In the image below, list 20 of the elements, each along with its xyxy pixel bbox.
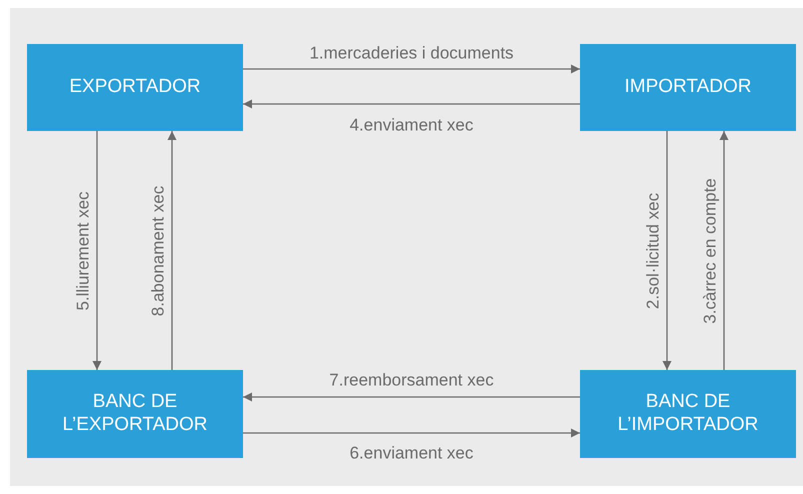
process-box: IMPORTADOR: [580, 44, 796, 131]
process-box: BANC DE L’EXPORTADOR: [27, 370, 243, 458]
process-box: EXPORTADOR: [27, 44, 243, 131]
process-box: BANC DE L’IMPORTADOR: [580, 370, 796, 458]
edge-label: 6.enviament xec: [350, 444, 474, 462]
arrow: [662, 131, 672, 370]
edge-label: 7.reemborsament xec: [329, 372, 494, 388]
edge-label: 1.mercaderies i documents: [309, 44, 514, 62]
edge-label: 4.enviament xec: [350, 116, 474, 134]
arrow: [243, 428, 580, 438]
arrow: [243, 64, 580, 74]
arrow: [720, 131, 728, 370]
edge-label: 3.càrrec en compte: [702, 178, 718, 324]
arrow: [92, 131, 102, 370]
arrow: [243, 100, 580, 108]
edge-label: 2.sol·licitud xec: [644, 192, 662, 309]
edge-label: 8.abonament xec: [150, 185, 166, 316]
arrow: [243, 392, 580, 402]
arrow: [168, 131, 176, 370]
edge-label: 5.lliurement xec: [74, 190, 92, 310]
